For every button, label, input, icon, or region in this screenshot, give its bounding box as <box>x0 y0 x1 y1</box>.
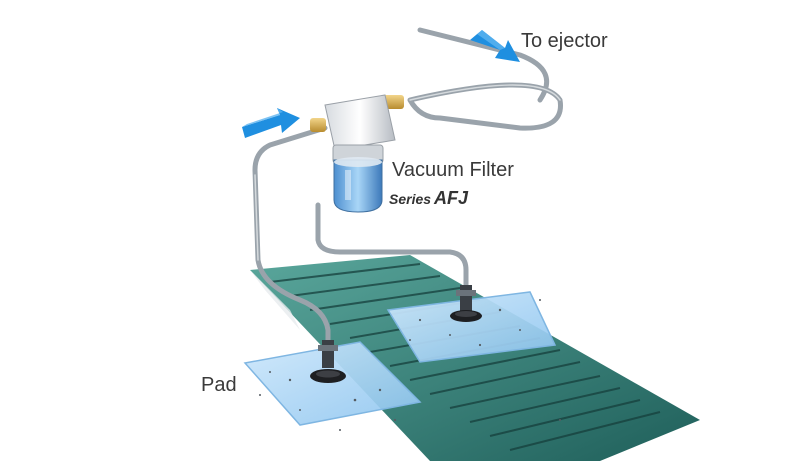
pad-label: Pad <box>201 374 237 396</box>
suction-pad-icon <box>310 340 346 383</box>
series-model: AFJ <box>434 188 469 208</box>
workpiece-right <box>386 291 557 363</box>
arrow-right-icon <box>470 30 520 62</box>
conveyor-belt <box>250 255 700 461</box>
arrow-right-icon <box>242 108 300 138</box>
suction-pad-icon <box>450 285 482 322</box>
to-ejector-label: To ejector <box>521 30 608 52</box>
vacuum-filter-label: Vacuum Filter <box>392 159 514 181</box>
vacuum-filter-icon <box>310 94 404 213</box>
vacuum-tubing <box>252 27 563 348</box>
series-prefix: Series <box>389 191 432 207</box>
